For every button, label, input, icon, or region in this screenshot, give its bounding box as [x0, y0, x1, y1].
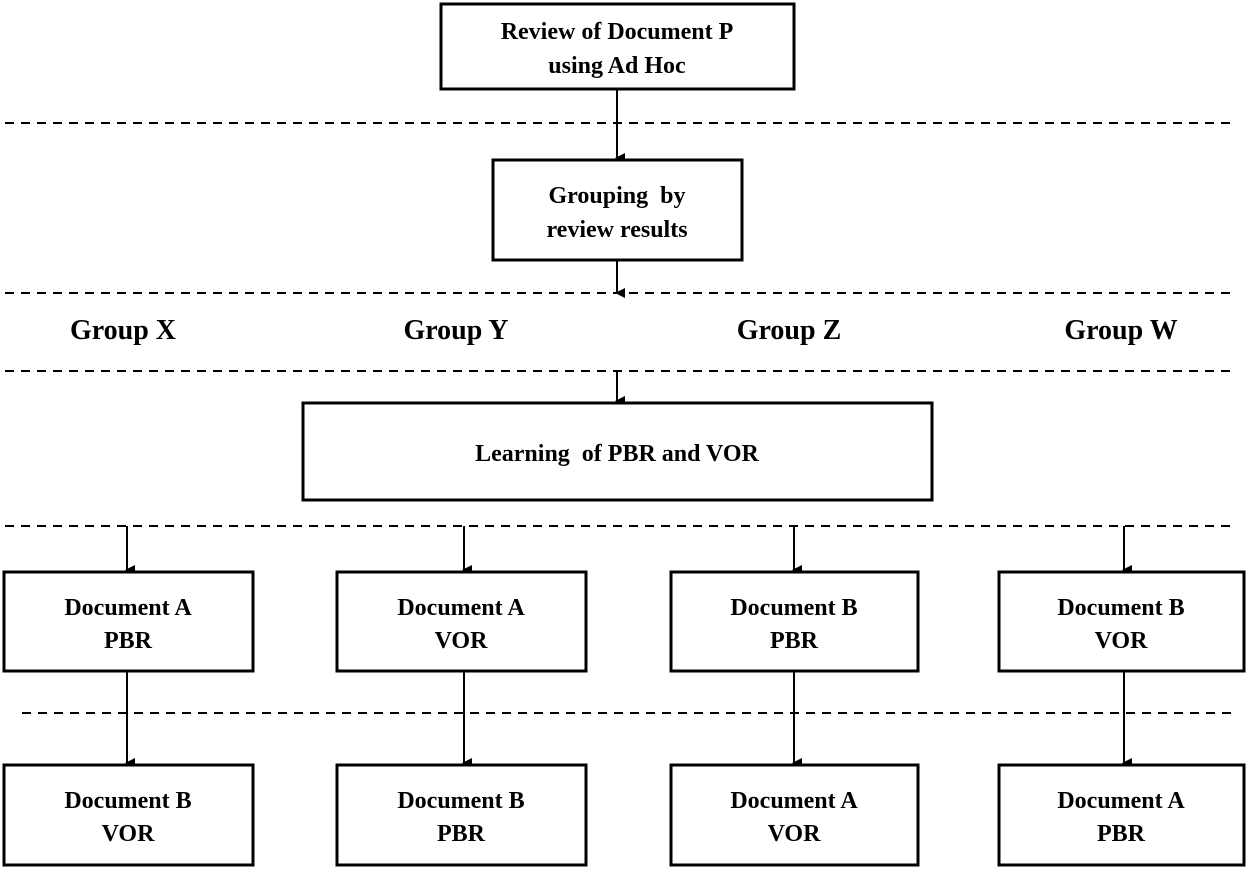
review-box: Review of Document P using Ad Hoc: [439, 2, 796, 91]
group-label-z: Group Z: [737, 315, 842, 346]
group-y-first-line-1: Document A: [397, 595, 525, 621]
group-y-second-box: Document B PBR: [335, 763, 588, 867]
group-x-second-box: Document B VOR: [2, 763, 255, 867]
group-z-first-line-1: Document B: [730, 595, 857, 621]
group-w-first-line-2: VOR: [1095, 628, 1149, 654]
group-w-second-box: Document A PBR: [997, 763, 1246, 867]
group-y-second-line-1: Document B: [397, 788, 524, 814]
group-x-first-line-1: Document A: [64, 595, 192, 621]
grouping-box-line-2: review results: [546, 217, 687, 243]
group-x-first-box: Document A PBR: [2, 570, 255, 673]
learning-box-label: Learning of PBR and VOR: [475, 441, 759, 467]
group-w-first-line-1: Document B: [1057, 595, 1184, 621]
group-w-second-line-2: PBR: [1097, 821, 1146, 847]
group-z-second-line-1: Document A: [730, 788, 858, 814]
group-z-second-line-2: VOR: [768, 821, 822, 847]
learning-box: Learning of PBR and VOR: [301, 401, 934, 502]
review-box-line-2: using Ad Hoc: [548, 53, 686, 79]
group-y-first-line-2: VOR: [435, 628, 489, 654]
group-y-first-box: Document A VOR: [335, 570, 588, 673]
group-label-y: Group Y: [403, 315, 508, 346]
group-w-first-box: Document B VOR: [997, 570, 1246, 673]
group-z-second-box: Document A VOR: [669, 763, 920, 867]
group-z-first-line-2: PBR: [770, 628, 819, 654]
group-w-second-line-1: Document A: [1057, 788, 1185, 814]
group-x-second-line-2: VOR: [102, 821, 156, 847]
grouping-box-line-1: Grouping by: [549, 183, 686, 209]
group-z-first-box: Document B PBR: [669, 570, 920, 673]
group-label-w: Group W: [1064, 315, 1177, 346]
group-y-second-line-2: PBR: [437, 821, 486, 847]
group-label-x: Group X: [70, 315, 176, 346]
review-box-line-1: Review of Document P: [501, 19, 734, 45]
group-x-second-line-1: Document B: [64, 788, 191, 814]
grouping-box: Grouping by review results: [491, 158, 744, 262]
group-x-first-line-2: PBR: [104, 628, 153, 654]
